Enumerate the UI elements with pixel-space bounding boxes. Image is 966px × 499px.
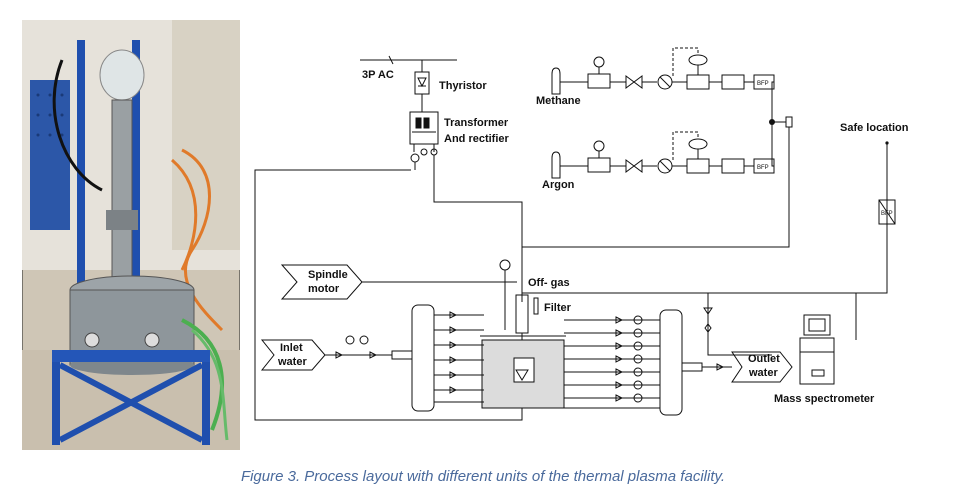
argon-label: Argon (542, 179, 575, 191)
bfp-label-argon: BFP (757, 165, 769, 171)
filter-label: Filter (544, 302, 572, 314)
outlet-label-1: Outlet (748, 353, 780, 365)
spindle-label-2: motor (308, 283, 340, 295)
inlet-label-1: Inlet (280, 342, 303, 354)
transformer-label-1: Transformer (444, 117, 509, 129)
safe-location-label: Safe location (840, 122, 909, 134)
power-label: 3P AC (362, 69, 394, 81)
mass-spectrometer-label: Mass spectrometer (774, 393, 875, 405)
facility-photo (22, 20, 240, 450)
inlet-label-2: water (277, 356, 307, 368)
figure-caption: Figure 3. Process layout with different … (240, 468, 726, 485)
spindle-label-1: Spindle (308, 269, 348, 281)
methane-label: Methane (536, 95, 581, 107)
process-diagram: 3P AC Thyristor Transformer And rectifie… (254, 47, 909, 421)
bfp-label-methane: BFP (757, 81, 769, 87)
offgas-label: Off- gas (528, 277, 570, 289)
thyristor-label: Thyristor (439, 80, 487, 92)
transformer-label-2: And rectifier (444, 133, 510, 145)
outlet-label-2: water (748, 367, 778, 379)
bfp-label-exhaust: BFP (881, 211, 893, 217)
